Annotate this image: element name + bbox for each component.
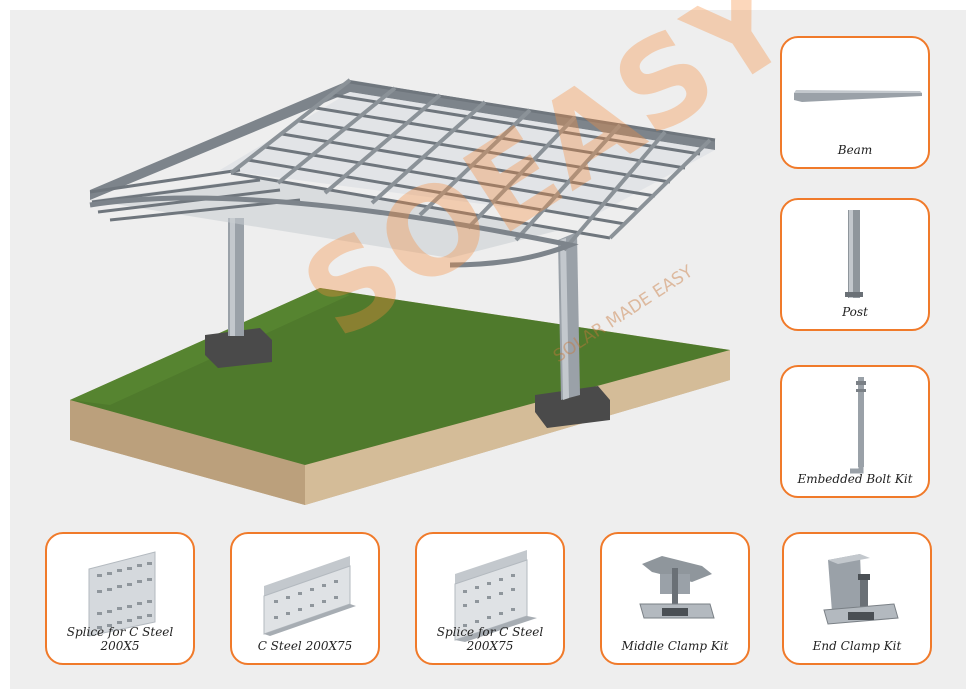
main-beam bbox=[89, 195, 579, 268]
middle-clamp-icon bbox=[639, 556, 715, 619]
product-label-middle-clamp: Middle Clamp Kit bbox=[621, 639, 729, 653]
product-card-splice-200x75[interactable]: Splice for C Steel 200X75 bbox=[415, 532, 565, 665]
c-steel-icon bbox=[263, 556, 356, 636]
product-card-beam[interactable]: Beam bbox=[780, 36, 930, 169]
product-label-c-steel: C Steel 200X75 bbox=[257, 639, 353, 653]
rails bbox=[229, 78, 712, 252]
product-card-embedded-bolt[interactable]: Embedded Bolt Kit bbox=[780, 365, 930, 498]
product-label-beam: Beam bbox=[837, 143, 873, 157]
carport-illustration bbox=[70, 78, 730, 505]
product-label-splice-200x5: Splice for C Steel 200X5 bbox=[66, 625, 174, 653]
product-card-splice-200x5[interactable]: Splice for C Steel 200X5 bbox=[45, 532, 195, 665]
product-label-splice-200x75: Splice for C Steel 200X75 bbox=[436, 625, 544, 653]
product-label-end-clamp: End Clamp Kit bbox=[812, 639, 902, 653]
product-card-post[interactable]: Post bbox=[780, 198, 930, 331]
splice-channel-icon bbox=[454, 550, 537, 642]
post-icon bbox=[845, 210, 863, 298]
product-label-post: Post bbox=[842, 305, 868, 319]
beam-icon bbox=[794, 90, 922, 102]
product-label-embedded-bolt: Embedded Bolt Kit bbox=[797, 472, 913, 486]
purlins bbox=[89, 80, 716, 240]
splice-plate-icon bbox=[88, 551, 156, 637]
product-card-end-clamp[interactable]: End Clamp Kit bbox=[782, 532, 932, 665]
product-card-middle-clamp[interactable]: Middle Clamp Kit bbox=[600, 532, 750, 665]
end-clamp-icon bbox=[823, 554, 899, 625]
catalog-canvas: SOEASY SOLAR MADE EASY Beam Post Embedde… bbox=[10, 0, 966, 689]
bolt-icon bbox=[850, 377, 866, 474]
foundation-left bbox=[205, 328, 272, 368]
foundation-right bbox=[535, 386, 610, 428]
product-card-c-steel[interactable]: C Steel 200X75 bbox=[230, 532, 380, 665]
